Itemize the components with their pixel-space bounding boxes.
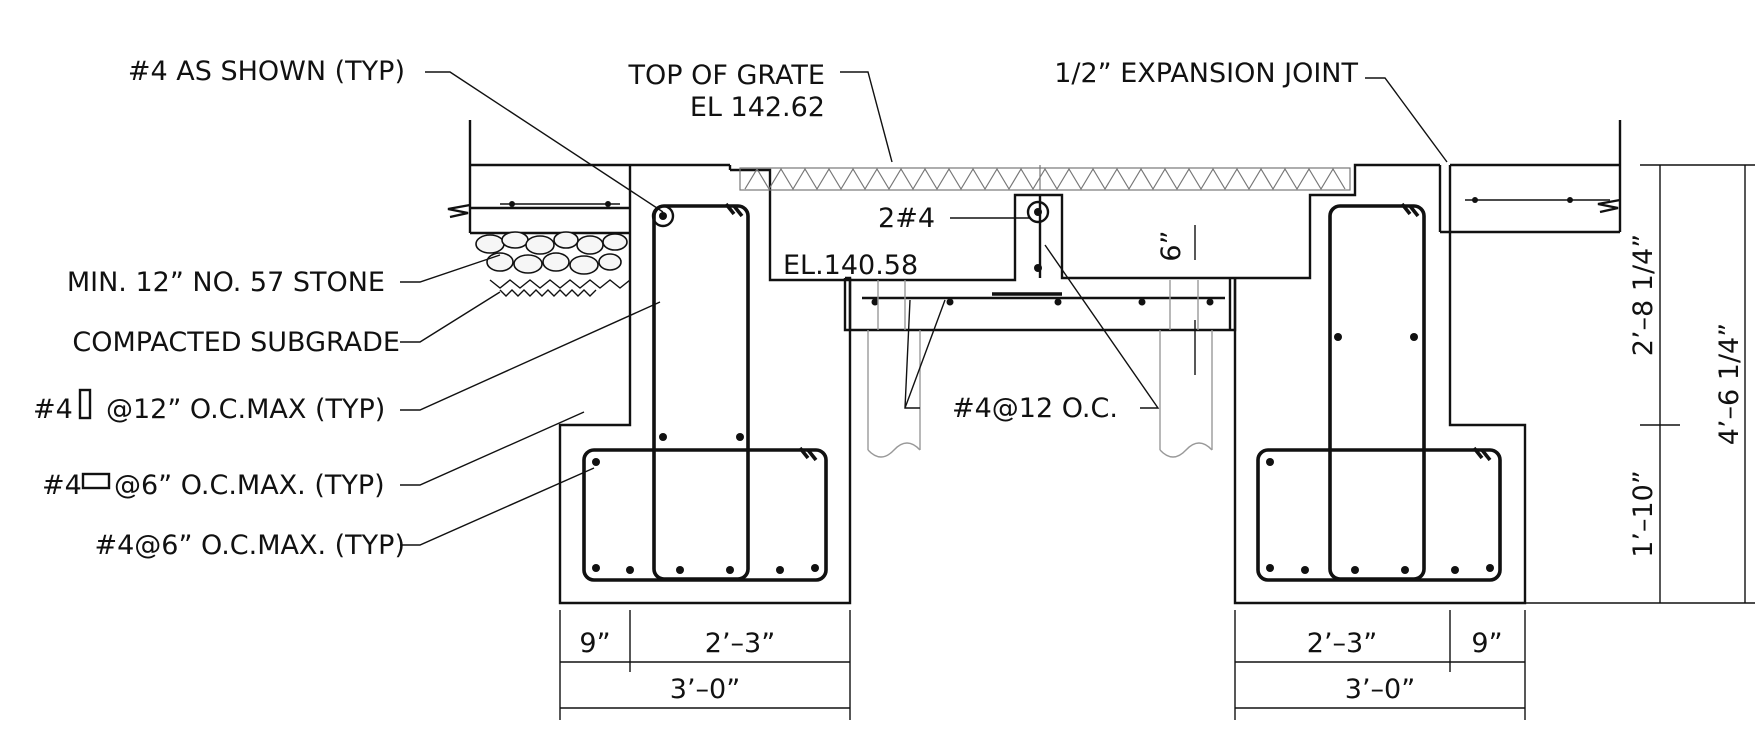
stirrup-shape-icon: [78, 388, 92, 420]
tie-prefix: #4: [42, 470, 82, 501]
footing-bars-label: #4@6” O.C.MAX. (TYP): [95, 530, 406, 561]
leader-lines: [400, 71, 1448, 546]
elevation-label: EL.140.58: [783, 250, 918, 281]
subgrade-label: COMPACTED SUBGRADE: [72, 327, 400, 358]
compacted-subgrade-hatch: [489, 279, 631, 297]
right-footing-dim: 3’–0”: [1345, 674, 1415, 705]
right-toe-dim: 9”: [1471, 628, 1502, 659]
stirrup-suffix: @12” O.C.MAX (TYP): [106, 394, 385, 425]
rebar-as-shown-label: #4 AS SHOWN (TYP): [128, 56, 405, 87]
slab-bars-label: #4@12 O.C.: [952, 393, 1118, 424]
slab-thickness-dim: 6”: [1156, 230, 1187, 261]
wall-height-dim: 2’–8 1/4”: [1628, 234, 1659, 356]
grate-elevation-label: EL 142.62: [690, 92, 825, 123]
two-bars-label: 2#4: [878, 203, 935, 234]
left-footing-tie: [582, 446, 828, 582]
tie-suffix: @6” O.C.MAX. (TYP): [114, 470, 385, 501]
stone-label: MIN. 12” NO. 57 STONE: [67, 267, 385, 298]
grate: [739, 165, 1351, 191]
left-pavement: [447, 120, 630, 235]
right-footing-tie: [1256, 446, 1502, 582]
stirrup-prefix: #4: [33, 394, 73, 425]
dimension-lines: [559, 164, 1755, 720]
left-wall-dim: 2’–3”: [705, 628, 775, 659]
top-of-grate-label: TOP OF GRATE: [628, 60, 826, 91]
total-height-dim: 4’–6 1/4”: [1714, 323, 1745, 445]
trench-channel: [730, 163, 1442, 332]
footing-height-dim: 1’–10”: [1628, 470, 1659, 558]
left-toe-dim: 9”: [579, 628, 610, 659]
left-footing-dim: 3’–0”: [670, 674, 740, 705]
right-rebar-dots: [1266, 333, 1494, 574]
stirrup-callout: #4 @12” O.C.MAX (TYP): [33, 388, 385, 425]
left-rebar-dots: [592, 204, 819, 574]
tie-callout: #4 @6” O.C.MAX. (TYP): [42, 470, 385, 501]
left-wall-stirrup: [652, 202, 750, 581]
right-wall-dim: 2’–3”: [1307, 628, 1377, 659]
left-wall-footing-outline: [558, 163, 852, 605]
right-pavement: [1450, 120, 1622, 234]
right-wall-footing-outline: [1233, 165, 1527, 605]
no57-stone-fill: [475, 231, 628, 275]
tie-shape-icon: [81, 472, 111, 490]
hidden-piles: [867, 280, 1213, 458]
expansion-joint-label: 1/2” EXPANSION JOINT: [1054, 58, 1358, 89]
right-wall-stirrup: [1328, 202, 1426, 581]
